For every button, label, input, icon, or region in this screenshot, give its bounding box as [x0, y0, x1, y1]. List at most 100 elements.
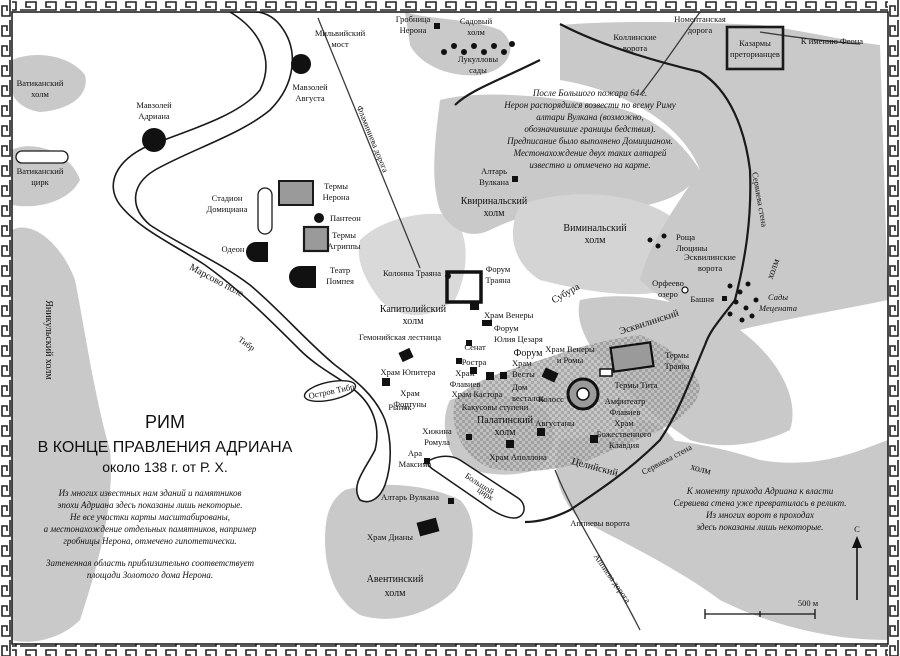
hadrian-mausoleum-label: Адриана [138, 111, 170, 121]
venus-roma-label: и Ромы [557, 355, 584, 365]
gardens [441, 41, 759, 323]
servian-wall [454, 23, 752, 524]
fire-note: После Большого пожара 64 г. Нерон распор… [503, 88, 675, 170]
forum-label: Форум [514, 348, 544, 359]
vatican-circus-label: цирк [31, 177, 49, 187]
stadium-label: Домициана [206, 204, 247, 214]
note-line: Предписание было выполнено Домицианом. [506, 136, 673, 146]
vatican-circus-label: Ватиканский [17, 166, 64, 176]
note-line: алтари Вулкана (возможно, [536, 112, 644, 122]
flavian-temple [470, 367, 477, 374]
note-line: Нерон распорядился возвести по всему Рим… [503, 100, 675, 110]
claudius-label: Божественного [597, 429, 652, 439]
pompey-label: Помпея [326, 276, 354, 286]
roads [317, 11, 861, 631]
ara-maxima-label: Максима [399, 459, 432, 469]
capitoline-label: Капитолийский [380, 304, 447, 315]
amphitheatre-arena [576, 387, 590, 401]
augustus-mausoleum-label: Мавзолей [292, 82, 328, 92]
romulus-label: Хижина [422, 426, 452, 436]
venus-roma-temple [541, 367, 559, 383]
wall-note: К моменту прихода Адриана к власти Серви… [673, 486, 846, 532]
trajan-baths-label: Термы [665, 350, 689, 360]
augustana-label: Августаны [535, 418, 575, 428]
vulcan-altar-south-label: Алтарь Вулкана [381, 492, 439, 502]
caesar-forum-label: Форум [494, 323, 519, 333]
ara-maxima [424, 458, 430, 464]
hadrian-mausoleum-label: Мавзолей [136, 100, 172, 110]
milvian-label: Мильвийский [315, 28, 366, 38]
venus-temple-label: Храм Венеры [484, 310, 534, 320]
apollo-label: Храм Аполлона [489, 452, 547, 462]
note-line: Из многих ворот в проходах [705, 510, 814, 520]
nero-baths-label: Нерона [323, 192, 350, 202]
pompey-label: Театр [330, 265, 350, 275]
north-label: С [854, 524, 860, 534]
maecenas-label: Мецената [758, 303, 797, 313]
augustus-mausoleum-label: Августа [295, 93, 324, 103]
trajan-baths [609, 341, 655, 373]
hadrian-mausoleum [142, 128, 166, 152]
caesar-forum-label: Юлия Цезаря [494, 334, 543, 344]
appian-gate-label: Аппиевы ворота [570, 518, 630, 528]
amphitheatre-label: Амфитеатр [605, 396, 646, 406]
terrain [12, 12, 888, 642]
venus-roma-label: Храм Венеры [545, 344, 595, 354]
vatican-hill-label: Ватиканский [17, 78, 64, 88]
pantheon-label: Пантеон [330, 213, 361, 223]
map-title: РИМ [145, 412, 185, 432]
odeon [246, 242, 268, 262]
left-note: Из многих известных нам зданий и памятни… [44, 488, 257, 580]
lucina-label: Роща [676, 232, 695, 242]
jupiter-label: Храм Юпитера [380, 367, 435, 377]
note-line: здесь показаны лишь некоторые. [696, 522, 824, 532]
domitian-stadium [257, 187, 273, 235]
lucullus-label: сады [469, 65, 487, 75]
tower-label: Башня [690, 294, 714, 304]
viminal-label: холм [585, 235, 606, 246]
vestal-label: весталок [512, 393, 545, 403]
lucina-label: Люцины [676, 243, 708, 253]
quirinal-label: Квиринальский [461, 196, 528, 207]
colline-gate-label: ворота [623, 43, 647, 53]
note-line: площади Золотого дома Нерона. [87, 570, 213, 580]
fortuna-temple [382, 378, 390, 386]
augustus-mausoleum [291, 54, 311, 74]
romulus-hut [466, 434, 472, 440]
rostra-label: Ростра [462, 357, 487, 367]
note-line: После Большого пожара 64 г. [532, 88, 647, 98]
orpheus-lake [681, 286, 689, 294]
note-line: гробницы Нерона, отмечено гипотетически. [63, 536, 236, 546]
esquiline-gate-label: Эсквилинские [684, 252, 736, 262]
aventine-label: Авентинский [367, 574, 424, 585]
capitoline-label: холм [403, 316, 424, 327]
note-line: а местонахождение отдельных памятников, … [44, 524, 257, 534]
stadium-label: Стадион [212, 193, 243, 203]
agrippa-baths-label: Агриппы [327, 241, 361, 251]
tower [722, 296, 727, 301]
vatican-circus [15, 150, 69, 164]
vesta-label: Храм [512, 358, 532, 368]
trajan-forum [445, 270, 483, 304]
esquiline-gate-label: ворота [698, 263, 722, 273]
castor-temple [486, 372, 494, 380]
garden-hill-label: Садовый [460, 16, 493, 26]
viminal-label: Виминальский [563, 223, 627, 234]
castor-label: Храм Кастора [452, 389, 503, 399]
titus-baths-label: Термы Тита [614, 380, 657, 390]
flavian-temple-label: Флавиев [450, 379, 481, 389]
janiculum-label: Яникульский холм [43, 300, 54, 380]
vatican-hill-label: холм [31, 89, 49, 99]
maecenas-label: Сады [768, 292, 788, 302]
vulcan-altar-north [512, 176, 518, 182]
augustana [537, 428, 545, 436]
palatine-label: Палатинский [477, 415, 534, 426]
quirinal-label: холм [484, 208, 505, 219]
claudius-label: Клавдия [609, 440, 639, 450]
milvian-label: мост [331, 39, 349, 49]
barracks-label: Казармы [739, 38, 771, 48]
scale-label: 500 м [798, 598, 819, 608]
agrippa-baths [302, 225, 330, 253]
agrippa-baths-label: Термы [332, 230, 356, 240]
trajan-baths-label: Траяна [664, 361, 689, 371]
